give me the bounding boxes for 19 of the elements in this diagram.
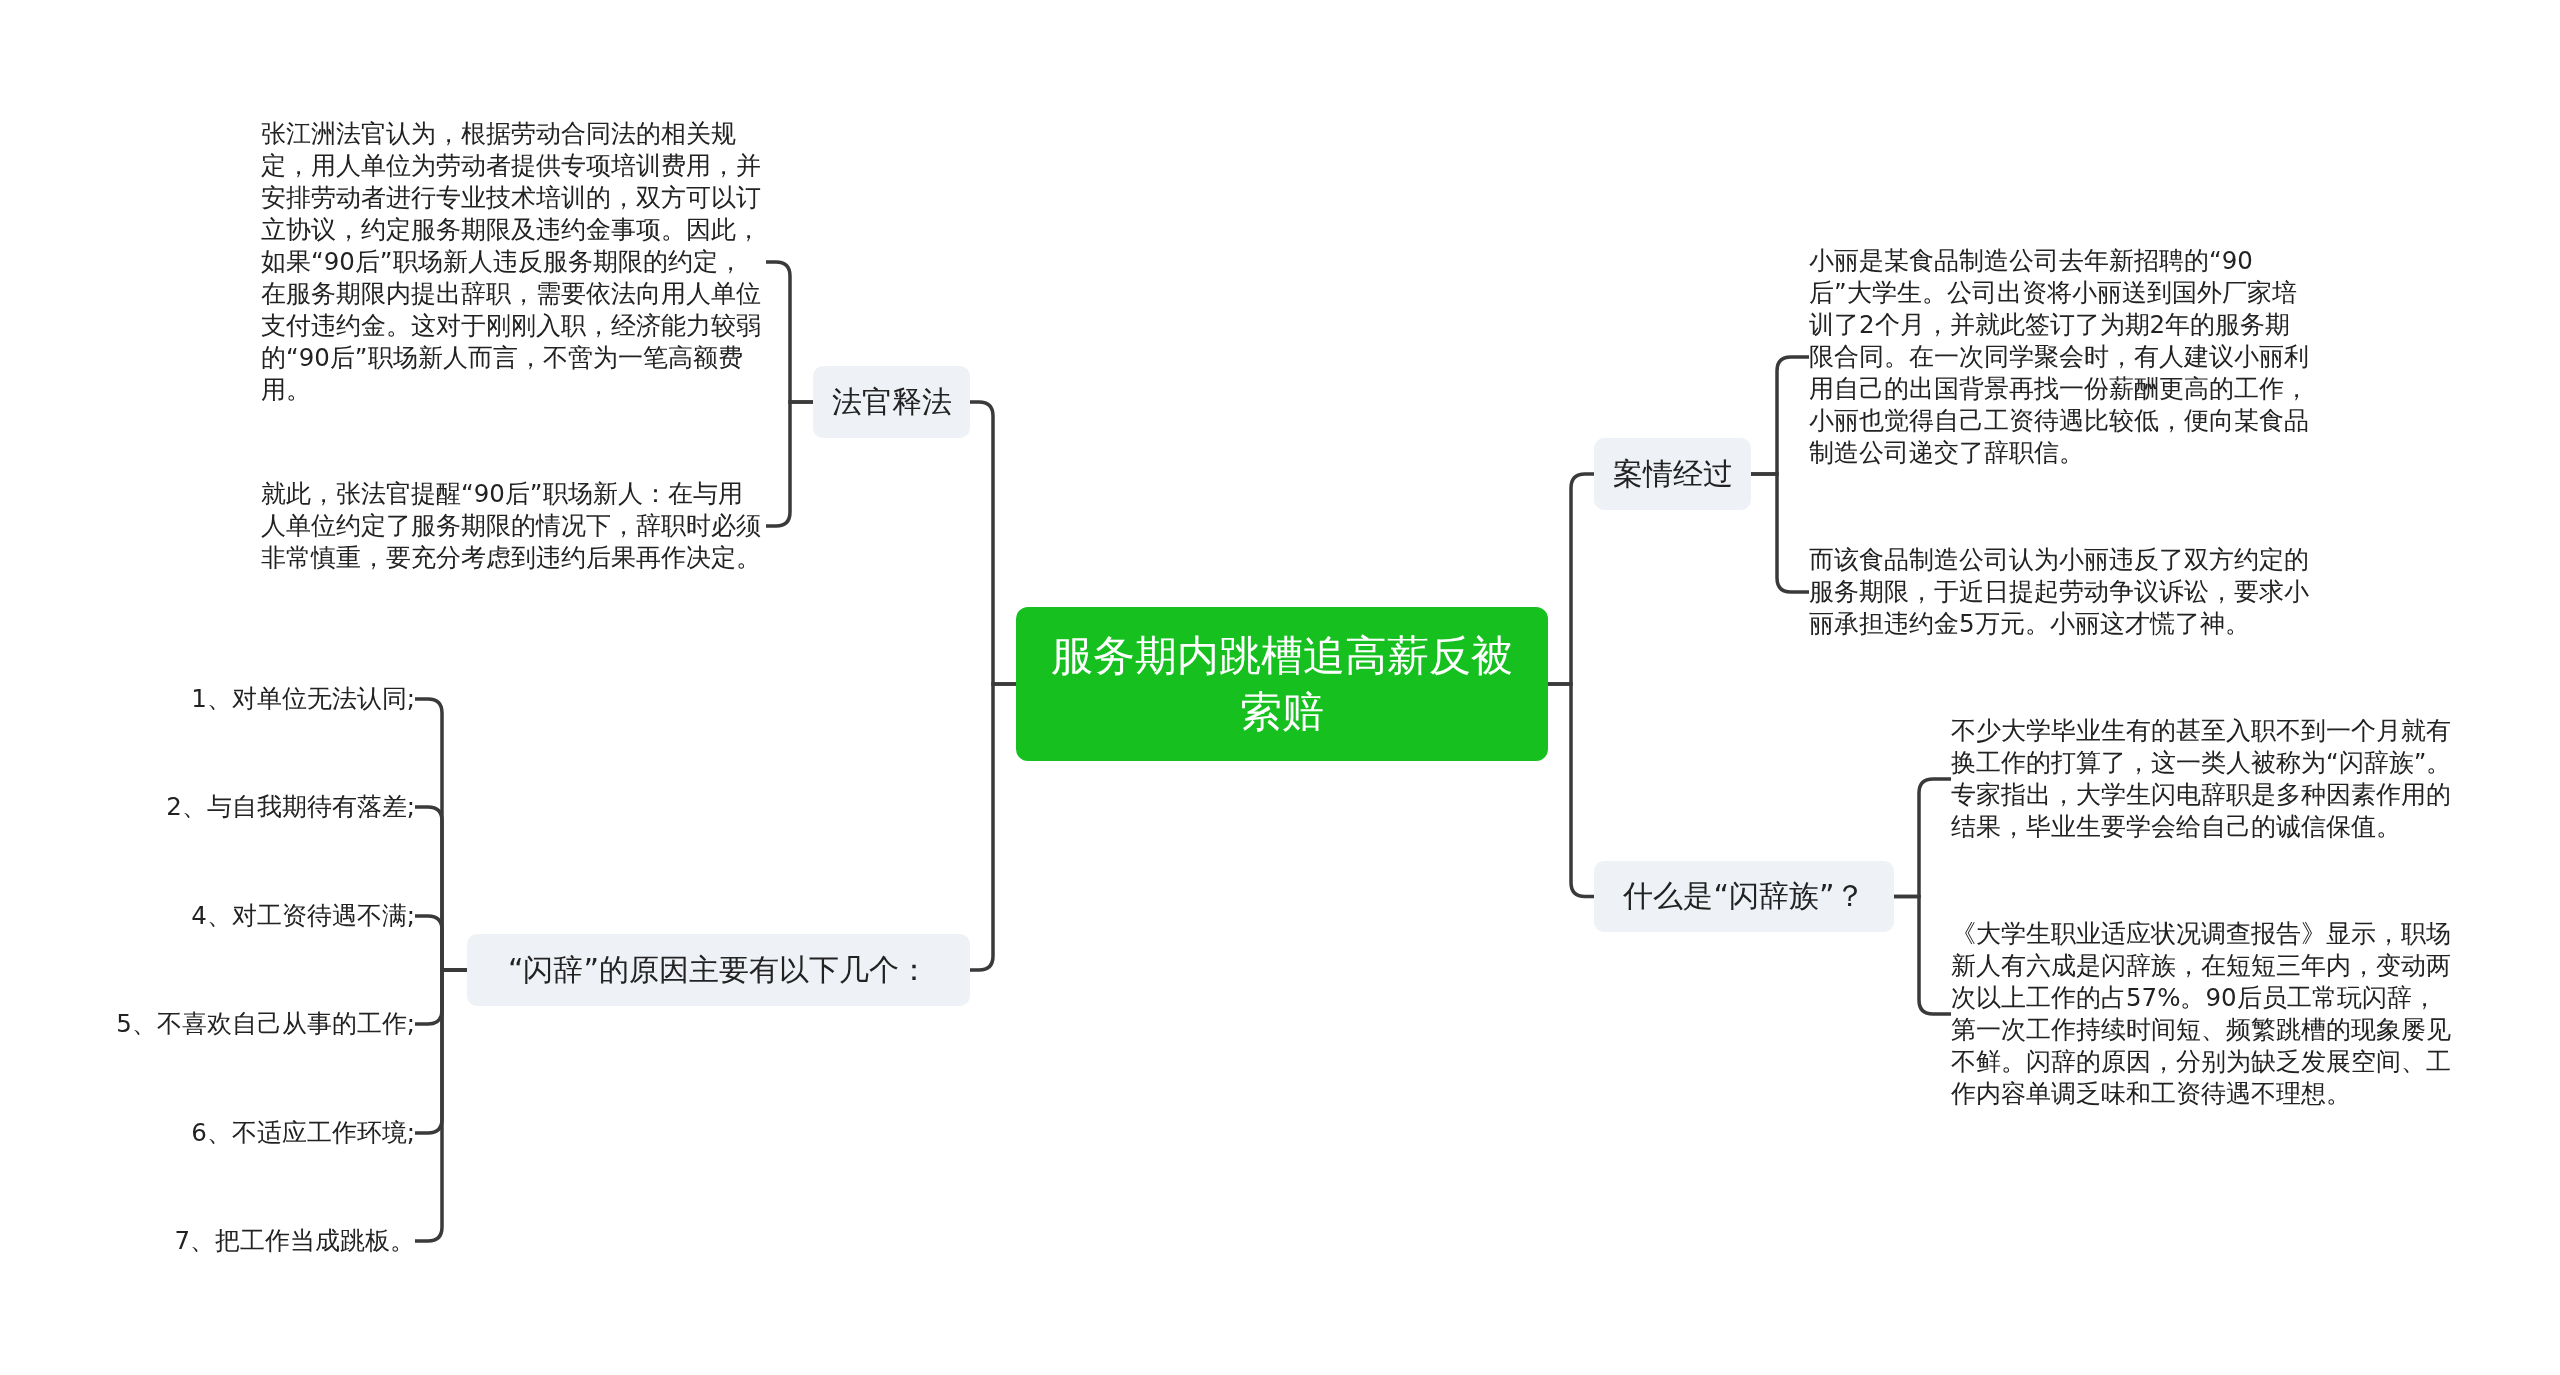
note-text: 而该食品制造公司认为小丽违反了双方约定的服务期限，于近日提起劳动争议诉讼，要求小丽承担违约金5万元。小丽这才慌了神。: [1809, 544, 2314, 640]
connector-line: [1548, 682, 1594, 899]
central-topic-box: 服务期内跳槽追高薪反被索赔: [1016, 607, 1548, 761]
topic-box: “闪辞”的原因主要有以下几个：: [467, 934, 970, 1006]
note-text: 不少大学毕业生有的甚至入职不到一个月就有换工作的打算了，这一类人被称为“闪辞族”。专家指出，大学生闪电辞职是多种因素作用的结果，毕业生要学会给自己的诚信保值。: [1951, 715, 2456, 843]
list-item-text: 1、对单位无法认同;: [191, 683, 415, 715]
connector-line: [970, 682, 1016, 972]
list-item-text: 2、与自我期待有落差;: [166, 791, 415, 823]
topic-box: 什么是“闪辞族”？: [1594, 861, 1894, 932]
list-item-text: 5、不喜欢自己从事的工作;: [116, 1008, 415, 1040]
note-text: 就此，张法官提醒“90后”职场新人：在与用人单位约定了服务期限的情况下，辞职时必须非常慎重，要充分考虑到违约后果再作决定。: [261, 478, 766, 574]
topic-box: 案情经过: [1594, 438, 1751, 510]
list-item-text: 7、把工作当成跳板。: [174, 1225, 415, 1257]
note-text: 张江洲法官认为，根据劳动合同法的相关规定，用人单位为劳动者提供专项培训费用，并安排劳动者进行专业技术培训的，双方可以订立协议，约定服务期限及违约金事项。因此，如果“90后”职场新人违反服务期限的约定，在服务期限内提出辞职，需要依法向用人单位支付违约金。这对于刚刚入职，经济能力较弱的“90后”职场新人而言，不啻为一笔高额费用。: [261, 118, 766, 406]
topic-box: 法官释法: [813, 366, 970, 438]
list-item-text: 4、对工资待遇不满;: [191, 900, 415, 932]
note-text: 小丽是某食品制造公司去年新招聘的“90后”大学生。公司出资将小丽送到国外厂家培训了2个月，并就此签订了为期2年的服务期限合同。在一次同学聚会时，有人建议小丽利用自己的出国背景再找一份薪酬更高的工作，小丽也觉得自己工资待遇比较低，便向某食品制造公司递交了辞职信。: [1809, 245, 2314, 469]
list-item-text: 6、不适应工作环境;: [191, 1117, 415, 1149]
note-text: 《大学生职业适应状况调查报告》显示，职场新人有六成是闪辞族，在短短三年内，变动两次以上工作的占57%。90后员工常玩闪辞，第一次工作持续时间短、频繁跳槽的现象屡见不鲜。闪辞的原因，分别为缺乏发展空间、工作内容单调乏味和工资待遇不理想。: [1951, 918, 2456, 1110]
